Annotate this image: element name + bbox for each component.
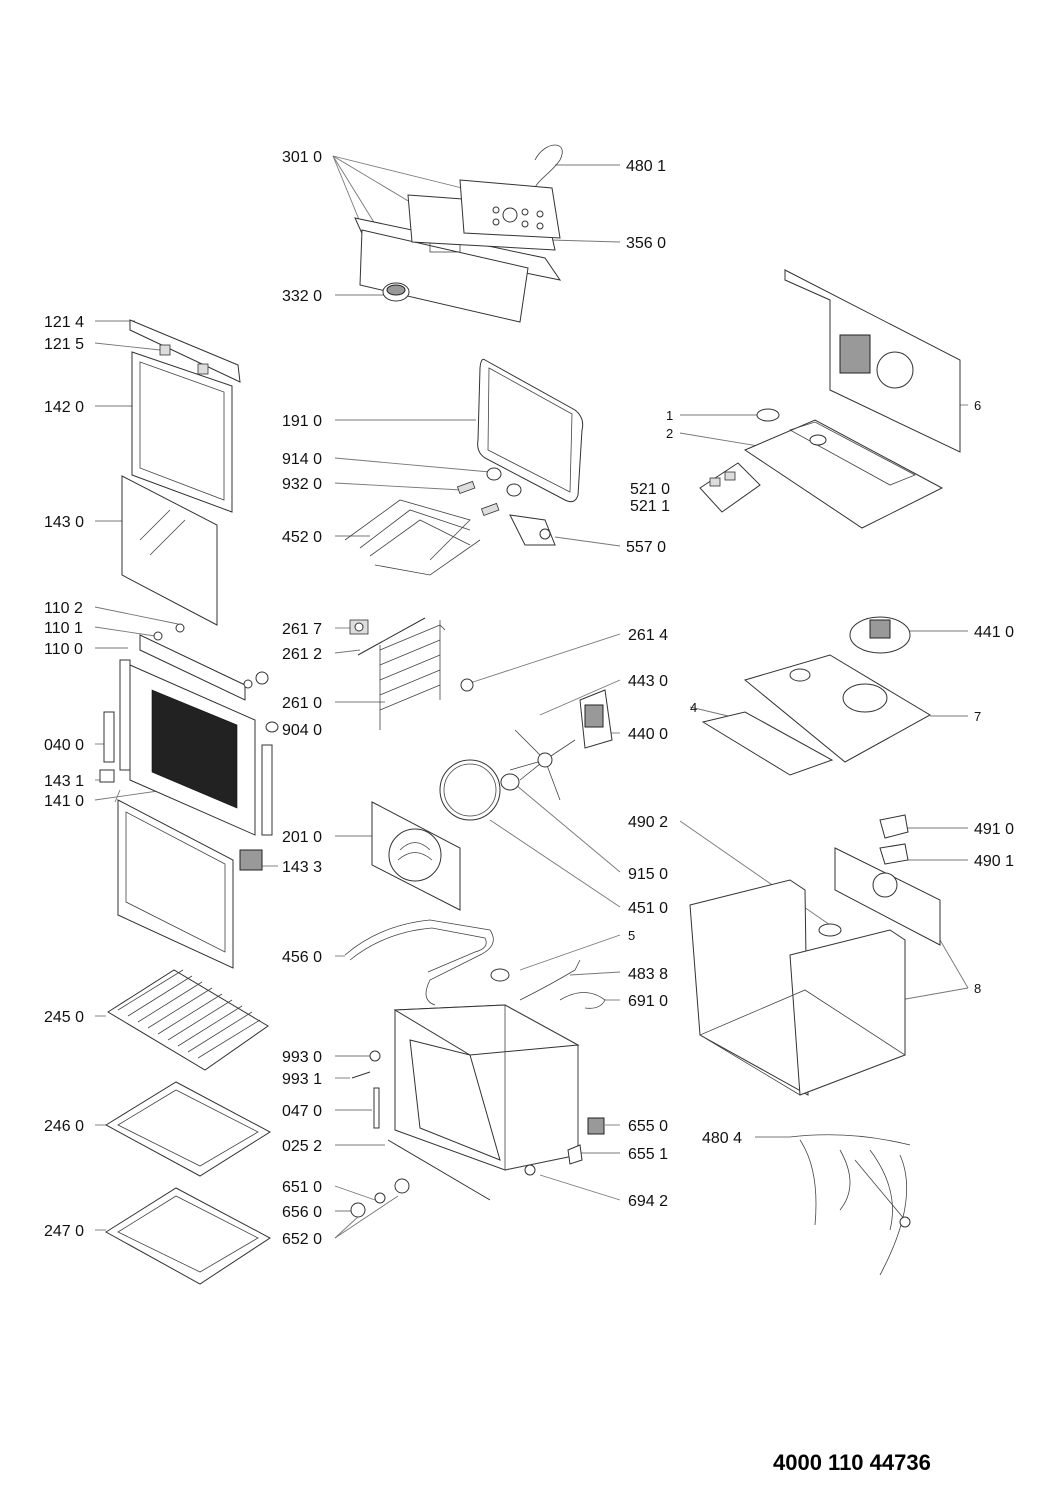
label-993-0: 993 0 (282, 1049, 322, 1066)
part-labels: 301 0 480 1 356 0 332 0 121 4 121 5 142 … (44, 149, 1014, 1248)
label-5: 5 (628, 928, 635, 943)
label-491-0: 491 0 (974, 821, 1014, 838)
document-number: 4000 110 44736 (773, 1450, 931, 1475)
label-652-0: 652 0 (282, 1231, 322, 1248)
label-110-1: 110 1 (44, 620, 83, 637)
label-143-3: 143 3 (282, 859, 322, 876)
label-490-1: 490 1 (974, 853, 1014, 870)
label-121-5: 121 5 (44, 336, 84, 353)
label-691-0: 691 0 (628, 993, 668, 1010)
label-143-0: 143 0 (44, 514, 84, 531)
label-656-0: 656 0 (282, 1204, 322, 1221)
label-915-0: 915 0 (628, 866, 668, 883)
label-2: 2 (666, 426, 673, 441)
label-6: 6 (974, 398, 981, 413)
label-247-0: 247 0 (44, 1223, 84, 1240)
label-451-0: 451 0 (628, 900, 668, 917)
rear-top-panels (699, 269, 961, 529)
label-490-2: 490 2 (628, 814, 668, 831)
label-452-0: 452 0 (282, 529, 322, 546)
label-301-0: 301 0 (282, 149, 322, 166)
cabinet-top (701, 654, 932, 776)
fan-motor-blade (500, 616, 911, 801)
label-521-1: 521 1 (630, 498, 670, 515)
label-261-4: 261 4 (628, 627, 668, 644)
label-932-0: 932 0 (282, 476, 322, 493)
label-246-0: 246 0 (44, 1118, 84, 1135)
label-121-4: 121 4 (44, 314, 84, 331)
side-racks (349, 617, 474, 730)
door-glass-panes (121, 351, 233, 626)
label-261-2: 261 2 (282, 646, 322, 663)
label-356-0: 356 0 (626, 235, 666, 252)
label-8: 8 (974, 981, 981, 996)
label-4: 4 (690, 700, 697, 715)
label-191-0: 191 0 (282, 413, 322, 430)
label-443-0: 443 0 (628, 673, 668, 690)
door-gasket (477, 358, 584, 503)
label-651-0: 651 0 (282, 1179, 322, 1196)
rear-wall-ring-element (371, 759, 501, 911)
label-141-0: 141 0 (44, 793, 84, 810)
label-456-0: 456 0 (282, 949, 322, 966)
label-480-1: 480 1 (626, 158, 666, 175)
label-110-0: 110 0 (44, 641, 83, 658)
label-655-0: 655 0 (628, 1118, 668, 1135)
leader-lines (94, 155, 969, 1239)
label-110-2: 110 2 (44, 600, 83, 617)
label-557-0: 557 0 (626, 539, 666, 556)
label-245-0: 245 0 (44, 1009, 84, 1026)
cabinet-frame (689, 814, 941, 1096)
label-655-1: 655 1 (628, 1146, 668, 1163)
label-694-2: 694 2 (628, 1193, 668, 1210)
oven-cavity (350, 1004, 605, 1218)
label-142-0: 142 0 (44, 399, 84, 416)
label-261-0: 261 0 (282, 695, 322, 712)
oven-racks-trays (105, 969, 271, 1285)
label-1: 1 (666, 408, 673, 423)
label-904-0: 904 0 (282, 722, 322, 739)
label-521-0: 521 0 (630, 481, 670, 498)
label-993-1: 993 1 (282, 1071, 322, 1088)
label-483-8: 483 8 (628, 966, 668, 983)
label-261-7: 261 7 (282, 621, 322, 638)
label-440-0: 440 0 (628, 726, 668, 743)
label-480-4: 480 4 (702, 1130, 742, 1147)
label-7: 7 (974, 709, 981, 724)
label-040-0: 040 0 (44, 737, 84, 754)
wiring-harness (789, 1134, 911, 1276)
label-025-2: 025 2 (282, 1138, 322, 1155)
label-441-0: 441 0 (974, 624, 1014, 641)
control-panel-assembly (354, 144, 563, 323)
grill-element-wiring (344, 919, 606, 1009)
door-assembly (99, 623, 279, 969)
label-332-0: 332 0 (282, 288, 322, 305)
heating-element-parts (344, 467, 556, 576)
label-914-0: 914 0 (282, 451, 322, 468)
label-047-0: 047 0 (282, 1103, 322, 1120)
label-201-0: 201 0 (282, 829, 322, 846)
label-143-1: 143 1 (44, 773, 84, 790)
door-top-trim (129, 319, 241, 383)
